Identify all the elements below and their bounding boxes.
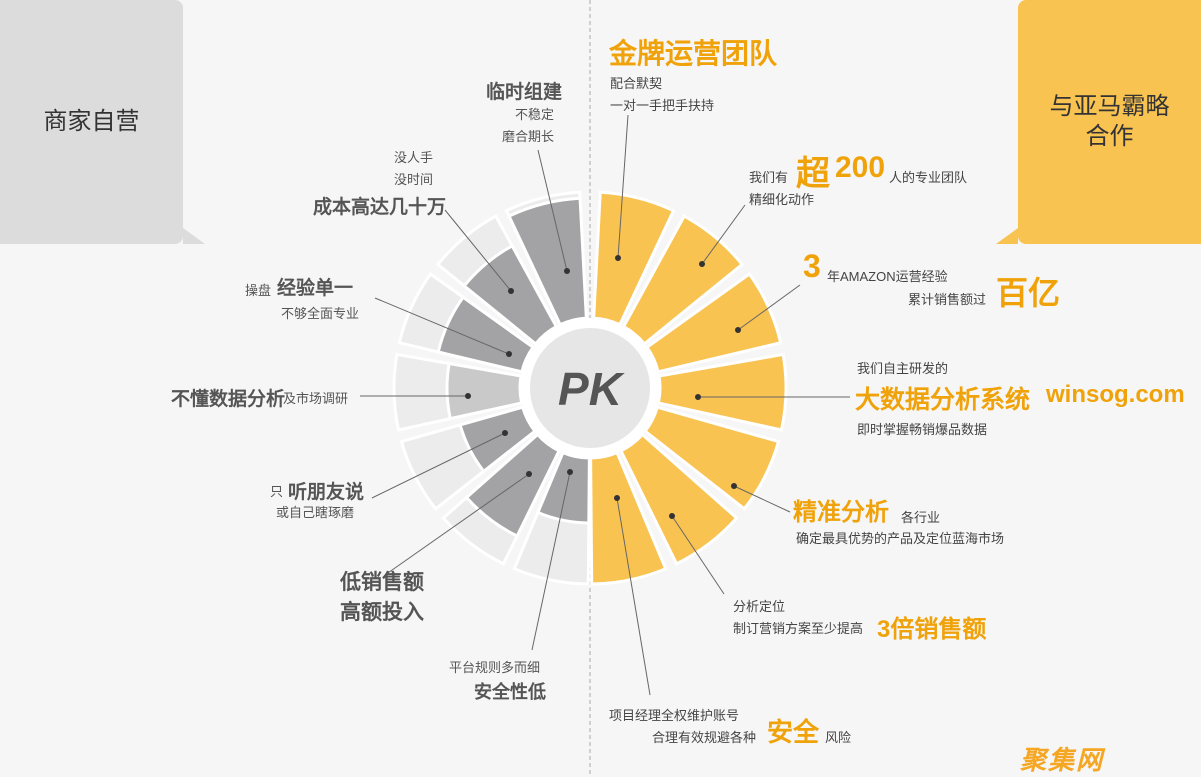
right-r3-line2: 累计销售额过 — [908, 292, 987, 307]
right-r6-line2: 制订营销方案至少提高 — [733, 621, 864, 636]
right-r7-line2: 合理有效规避各种 — [652, 730, 757, 745]
right-r5-post: 各行业 — [901, 510, 941, 525]
left-c4-suffix: 及市场调研 — [283, 391, 349, 406]
leader-dot-12 — [731, 483, 737, 489]
leader-dot-8 — [615, 255, 621, 261]
right-r7-post: 风险 — [825, 730, 852, 745]
left-c7-line1: 平台规则多而细 — [449, 660, 541, 675]
leader-line-8 — [617, 114, 629, 259]
leader-line-1 — [537, 149, 568, 272]
left-c5-line1: 或自己瞎琢磨 — [276, 505, 355, 520]
right-tag-tail — [996, 228, 1018, 244]
leader-dot-11 — [695, 394, 701, 400]
leader-line-12 — [733, 485, 791, 513]
leader-line-14 — [616, 497, 651, 696]
right-tag-line1: 与亚马霸略 — [1049, 93, 1170, 120]
leader-dot-6 — [526, 471, 532, 477]
leader-line-2 — [444, 209, 512, 292]
right-r4-line2: 即时掌握畅销爆品数据 — [857, 422, 988, 437]
left-c5-prefix: 只 — [270, 484, 284, 499]
right-r2-big1: 超 — [796, 155, 830, 193]
leader-dot-10 — [735, 327, 741, 333]
left-c7-title: 安全性低 — [474, 682, 546, 702]
left-tag-tail — [183, 228, 205, 244]
leader-dot-5 — [502, 430, 508, 436]
left-c3-title: 经验单一 — [277, 278, 354, 299]
left-c4-title: 不懂数据分析 — [171, 389, 286, 410]
right-r2-big2: 200 — [835, 151, 886, 184]
right-r7-big: 安全 — [767, 717, 820, 747]
watermark-logo: 聚集网 — [1020, 745, 1105, 775]
left-c2-title: 成本高达几十万 — [313, 197, 447, 218]
leader-line-9 — [701, 204, 746, 265]
right-r1-line2: 一对一手把手扶持 — [610, 98, 715, 113]
left-c3-prefix: 操盘 — [245, 283, 272, 298]
right-r5-title: 精准分析 — [793, 499, 889, 526]
leader-line-5 — [371, 432, 506, 499]
right-r4-title: 大数据分析系统 — [855, 386, 1031, 414]
left-c2-line1: 没人手 — [394, 150, 434, 165]
right-r3-big: 3 — [803, 248, 821, 284]
pk-circle — [530, 328, 650, 448]
right-r1-line1: 配合默契 — [610, 76, 663, 91]
leader-dot-3 — [506, 351, 512, 357]
leader-dot-14 — [614, 495, 620, 501]
right-r6-line1: 分析定位 — [733, 599, 786, 614]
left-c3-line1: 不够全面专业 — [281, 306, 360, 321]
leader-line-6 — [384, 473, 530, 576]
leader-line-3 — [374, 297, 510, 355]
merchant-self-run-tag: 商家自营 — [0, 0, 183, 244]
left-c1-title: 临时组建 — [486, 82, 563, 103]
right-r2-pre: 我们有 — [749, 170, 789, 185]
leader-dot-13 — [669, 513, 675, 519]
left-c1-line1: 不稳定 — [515, 107, 555, 122]
leader-line-13 — [671, 515, 725, 595]
right-r2-post: 人的专业团队 — [889, 170, 968, 185]
left-c2-line2: 没时间 — [394, 172, 434, 187]
leader-dot-7 — [567, 469, 573, 475]
right-r6-big: 3倍销售额 — [877, 616, 987, 643]
leader-dot-2 — [508, 288, 514, 294]
left-c6-line1: 低销售额 — [340, 571, 424, 594]
pk-label: PK — [558, 363, 625, 415]
right-tag-line2: 合作 — [1085, 123, 1134, 150]
right-r7-line1: 项目经理全权维护账号 — [609, 708, 740, 723]
left-c5-title: 听朋友说 — [288, 482, 365, 503]
right-r4-site: winsog.com — [1046, 381, 1185, 408]
left-c6-line2: 高额投入 — [340, 601, 424, 624]
right-r3-big2: 百亿 — [996, 275, 1061, 311]
left-tag-label: 商家自营 — [43, 108, 140, 135]
leader-dot-4 — [465, 393, 471, 399]
right-r5-line2: 确定最具优势的产品及定位蓝海市场 — [796, 531, 1005, 546]
right-r1-title: 金牌运营团队 — [609, 38, 778, 69]
right-r3-post: 年AMAZON运营经验 — [827, 269, 948, 284]
leader-line-10 — [737, 284, 801, 331]
leader-line-7 — [531, 471, 571, 651]
leader-dot-1 — [564, 268, 570, 274]
right-r2-line2: 精细化动作 — [749, 192, 815, 207]
left-c1-line2: 磨合期长 — [502, 129, 555, 144]
amazon-partner-tag: 与亚马霸略 合作 — [1018, 0, 1201, 244]
leader-dot-9 — [699, 261, 705, 267]
right-r4-line1: 我们自主研发的 — [857, 361, 949, 376]
